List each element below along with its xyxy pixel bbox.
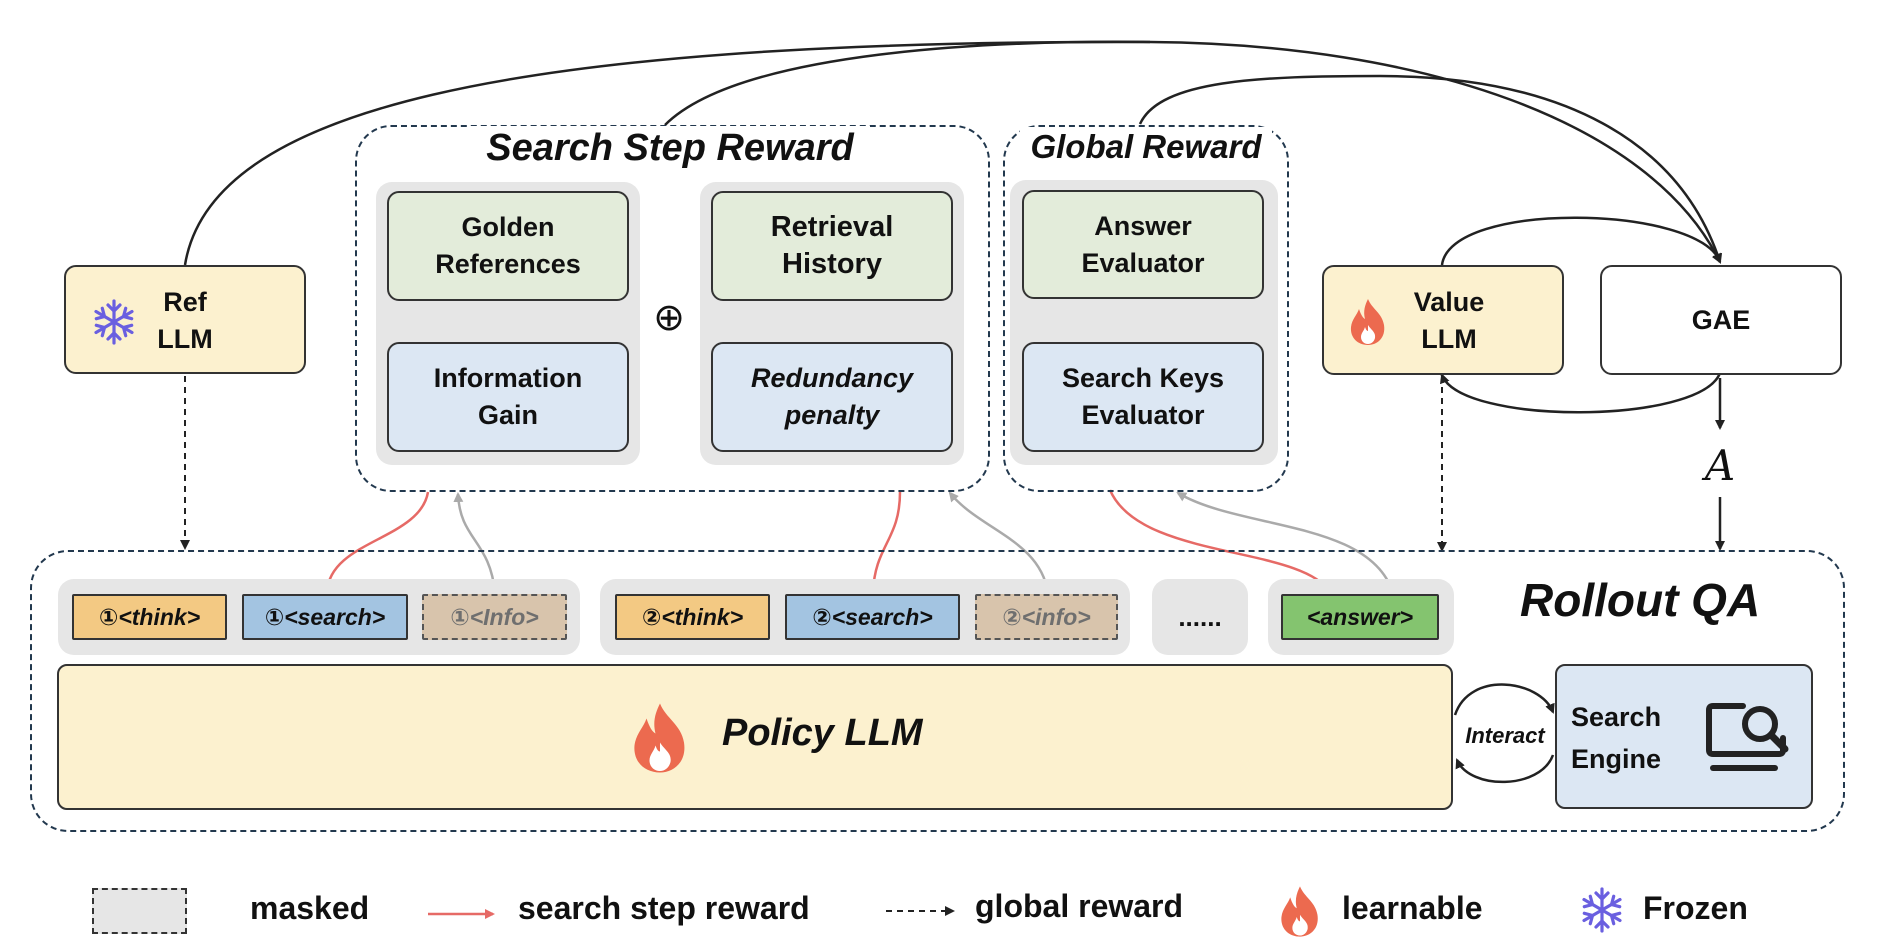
info-feedback-arrow-2: [948, 491, 1050, 594]
information-gain-label: Information Gain: [433, 363, 583, 430]
global-reward-to-gae-curve: [1138, 74, 1722, 263]
search-keys-evaluator-box: Search Keys Evaluator: [1022, 342, 1264, 452]
legend-search-step-reward-label: search step reward: [518, 890, 810, 926]
retrieval-history-box: Retrieval History: [711, 191, 953, 301]
interact-loop-top: [1453, 683, 1555, 716]
search-engine-box: Search Engine: [1555, 664, 1813, 809]
search-reward-to-gae-curve: [664, 40, 1151, 126]
policy-llm-label: Policy LLM: [722, 712, 923, 754]
value-llm-label: Value LLM: [1413, 287, 1485, 354]
token-think-1: ①<think>: [72, 594, 227, 640]
search-monitor-icon: [1706, 703, 1789, 771]
legend-learnable-label: learnable: [1342, 890, 1483, 926]
ref-llm-box: Ref LLM: [64, 265, 306, 374]
interact-label: Interact: [1465, 723, 1545, 748]
golden-references-label: Golden References: [435, 212, 581, 279]
ref-to-gae-curve: [183, 40, 1722, 266]
step-reward-arrow-1: [322, 491, 430, 594]
gae-box: GAE: [1600, 265, 1842, 375]
value-llm-box: Value LLM: [1322, 265, 1564, 375]
policy-llm-box: Policy LLM: [57, 664, 1453, 810]
global-reward-title: Global Reward: [1020, 127, 1272, 167]
ellipsis-panel: ......: [1152, 579, 1248, 655]
value-to-gae-arrow: [1440, 216, 1723, 266]
token-answer: <answer>: [1281, 594, 1439, 640]
token-search-1: ①<search>: [242, 594, 408, 640]
ref-llm-label: Ref LLM: [157, 287, 213, 354]
step-reward-arrow-2: [868, 491, 902, 594]
rollout-qa-group: [30, 550, 1845, 832]
redundancy-penalty-label: Redundancy penalty: [750, 363, 914, 430]
legend-masked-label: masked: [250, 890, 370, 926]
answer-evaluator-label: Answer Evaluator: [1081, 210, 1205, 278]
gae-to-value-arrow: [1440, 372, 1722, 414]
information-gain-box: Information Gain: [387, 342, 629, 452]
ellipsis-label: ......: [1178, 601, 1222, 632]
answer-feedback-arrow: [1176, 491, 1395, 594]
token-info-1: ①<Info>: [422, 594, 567, 640]
search-step-reward-title: Search Step Reward: [470, 126, 870, 170]
answer-evaluator-box: Answer Evaluator: [1022, 190, 1264, 299]
flame-icon: [1281, 886, 1318, 937]
token-think-2: ②<think>: [615, 594, 770, 640]
snowflake-icon: [94, 299, 134, 345]
redundancy-penalty-box: Redundancy penalty: [711, 342, 953, 452]
token-search-2: ②<search>: [785, 594, 960, 640]
flame-icon: [634, 703, 685, 773]
advantage-symbol: A: [1704, 440, 1736, 490]
search-engine-label: Search Engine: [1571, 702, 1662, 774]
search-keys-evaluator-label: Search Keys Evaluator: [1061, 363, 1225, 430]
interact-loop-bottom: [1455, 754, 1555, 784]
flame-icon: [1350, 299, 1385, 345]
gae-label: GAE: [1691, 304, 1751, 335]
retrieval-history-label: Retrieval History: [770, 211, 894, 280]
info-feedback-arrow-1: [453, 492, 497, 594]
rollout-qa-title: Rollout QA: [1520, 574, 1761, 626]
global-reward-group: [1003, 125, 1289, 492]
global-reward-arrow: [1108, 489, 1332, 594]
snowflake-icon: [1582, 887, 1622, 933]
token-info-2: ②<info>: [975, 594, 1118, 640]
legend-global-reward-label: global reward: [975, 888, 1184, 924]
legend-frozen-label: Frozen: [1643, 890, 1748, 926]
golden-references-box: Golden References: [387, 191, 629, 301]
oplus-symbol: ⊕: [653, 296, 685, 339]
legend-masked-swatch: [92, 888, 187, 934]
